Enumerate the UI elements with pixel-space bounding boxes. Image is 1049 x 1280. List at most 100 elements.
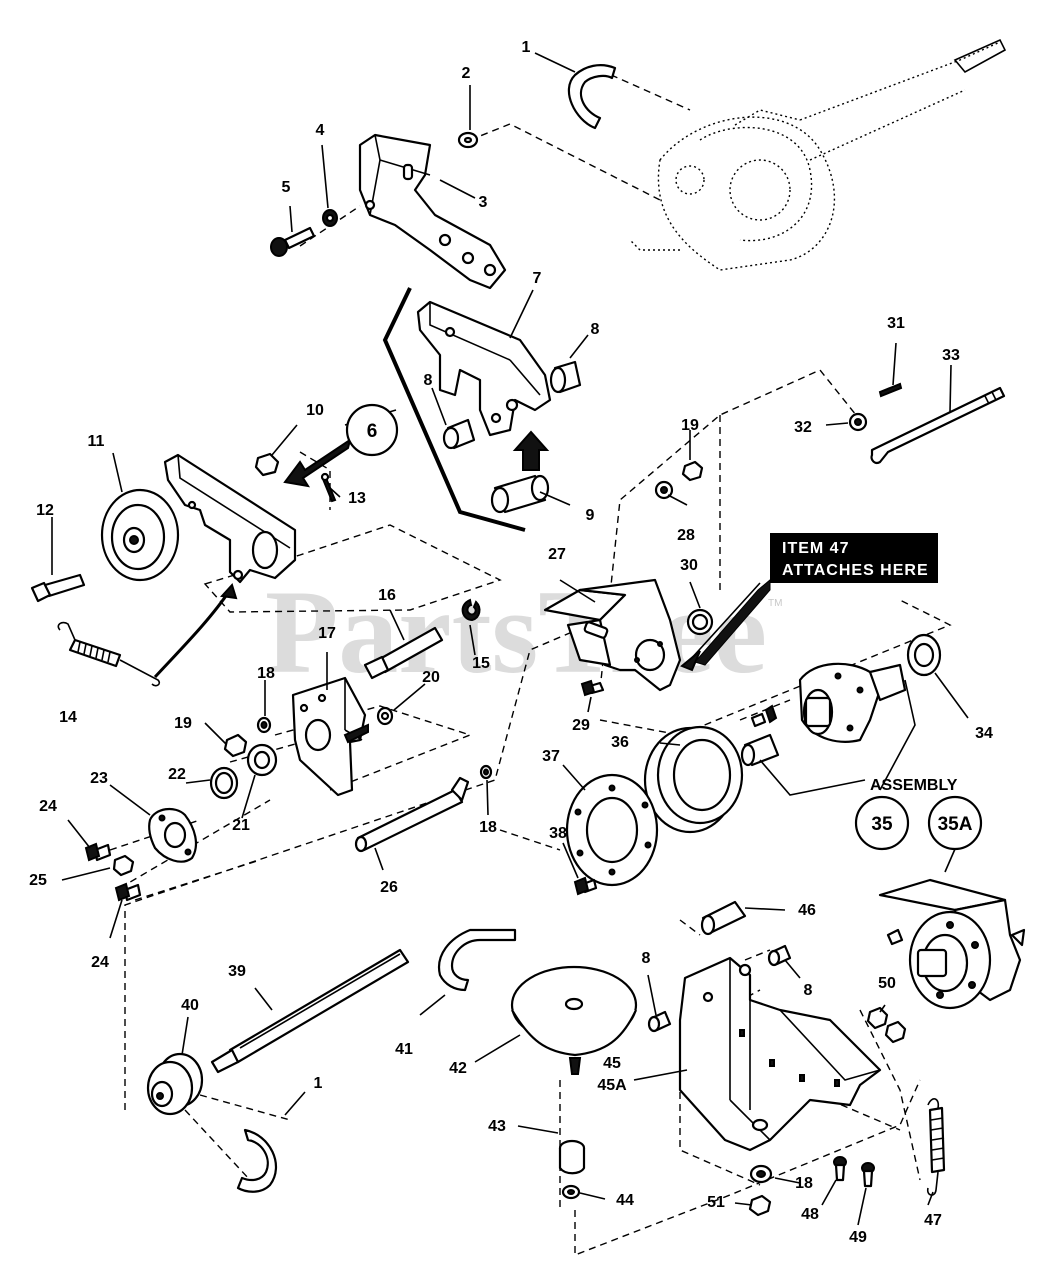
part-40-pulley: [146, 1052, 204, 1116]
callout-line-2: ATTACHES HERE: [782, 562, 929, 579]
part-18-washer-b: [479, 764, 493, 780]
part-5-bolt: [270, 226, 316, 257]
label-45a: 45A: [597, 1077, 627, 1094]
callout-line-1: ITEM 47: [782, 540, 849, 557]
label-32: 32: [794, 419, 812, 436]
part-26-axle: [354, 776, 470, 853]
part-8-bushing-b: [442, 418, 476, 450]
label-8-b: 8: [424, 372, 433, 389]
label-4: 4: [316, 122, 325, 139]
part-16-shaft: [363, 626, 444, 680]
part-41-clip: [437, 928, 517, 992]
part-42-disc: [510, 965, 638, 1075]
bubble-35a-label: 35A: [938, 814, 973, 835]
part-45-bracket: [678, 956, 882, 1152]
label-46: 46: [798, 902, 816, 919]
label-42: 42: [449, 1060, 467, 1077]
item-47-callout: ITEM 47 ATTACHES HERE: [694, 533, 938, 666]
label-14: 14: [59, 709, 77, 726]
label-49: 49: [849, 1229, 867, 1246]
label-20: 20: [422, 669, 440, 686]
bubble-35-label: 35: [871, 814, 893, 835]
part-37-plate: [565, 773, 659, 887]
label-9: 9: [586, 507, 595, 524]
part-29-screw: [580, 679, 605, 697]
part-11-pulley: [100, 488, 180, 582]
part-50-nut-b: [884, 1020, 907, 1044]
part-24-screw-b: [114, 882, 142, 902]
label-45: 45: [603, 1055, 621, 1072]
label-18-a: 18: [257, 665, 275, 682]
part-50-nut-a: [866, 1006, 889, 1030]
watermark-trademark: TM: [768, 598, 782, 609]
watermark: PartsTree: [265, 565, 767, 698]
spring-arc: [153, 583, 238, 679]
part-15-eclip: [461, 598, 481, 622]
part-19-nut-b: [681, 460, 704, 482]
label-26: 26: [380, 879, 398, 896]
label-36: 36: [611, 734, 629, 751]
part-labels: 1 2 3 4 5 7 8 8 9 10 11 12 13 14 15 16 1…: [29, 39, 993, 1246]
label-21: 21: [232, 817, 250, 834]
assembly-label: ASSEMBLY: [870, 777, 958, 794]
leader-lines: [51, 52, 969, 1226]
part-48-screw: [833, 1156, 847, 1182]
label-48: 48: [801, 1206, 819, 1223]
label-19-a: 19: [174, 715, 192, 732]
label-11: 11: [88, 433, 105, 450]
part-1-clip-bottom: [236, 1128, 278, 1193]
part-27-bracket: [543, 578, 682, 692]
label-37: 37: [542, 748, 560, 765]
label-38: 38: [549, 825, 567, 842]
part-10-nut: [254, 452, 280, 477]
part-21-bearing: [246, 743, 278, 777]
label-10: 10: [306, 402, 324, 419]
bubble-6-label: 6: [367, 421, 378, 442]
label-40: 40: [181, 997, 199, 1014]
label-47: 47: [924, 1212, 942, 1229]
part-13-pin: [320, 472, 337, 503]
label-34: 34: [975, 725, 993, 742]
bubble-35: 35: [854, 795, 910, 851]
label-5: 5: [282, 179, 291, 196]
label-25: 25: [29, 872, 47, 889]
part-35-hub-assembly: [740, 662, 916, 796]
alignment-lines: [109, 69, 952, 1257]
label-27: 27: [548, 546, 566, 563]
direction-arrow-6: [283, 437, 352, 488]
label-13: 13: [348, 490, 366, 507]
part-2-washer: [457, 131, 479, 149]
label-44: 44: [616, 1192, 634, 1209]
part-20-washer: [376, 706, 394, 726]
idler-bracket: [163, 453, 297, 584]
part-51-nut: [748, 1194, 772, 1217]
label-33: 33: [942, 347, 960, 364]
part-7-bracket: [416, 300, 552, 437]
part-3-bracket: [358, 133, 507, 290]
label-18-b: 18: [479, 819, 497, 836]
label-18-c: 18: [795, 1175, 813, 1192]
part-30-ring: [686, 608, 714, 636]
part-35a-assembly: [878, 878, 1026, 1010]
part-23-flange: [148, 807, 198, 863]
label-31: 31: [887, 315, 905, 332]
part-9-spacer: [490, 474, 550, 514]
part-25-nut: [112, 854, 135, 877]
label-19-b: 19: [681, 417, 699, 434]
label-2: 2: [462, 65, 471, 82]
part-19-nut-a: [223, 733, 248, 758]
part-4-lockwasher: [322, 209, 338, 227]
part-49-screw: [861, 1162, 875, 1188]
part-34-bearing: [906, 633, 942, 677]
part-47-spring: [926, 1098, 946, 1196]
label-8-d: 8: [804, 982, 813, 999]
part-46-pin: [700, 900, 747, 936]
part-18-washer-a: [256, 716, 272, 734]
label-24-a: 24: [39, 798, 57, 815]
label-23: 23: [90, 770, 108, 787]
label-15: 15: [472, 655, 490, 672]
up-arrow: [512, 430, 550, 471]
bubble-35a: 35A: [927, 795, 983, 873]
engine-outline: [629, 38, 1007, 271]
